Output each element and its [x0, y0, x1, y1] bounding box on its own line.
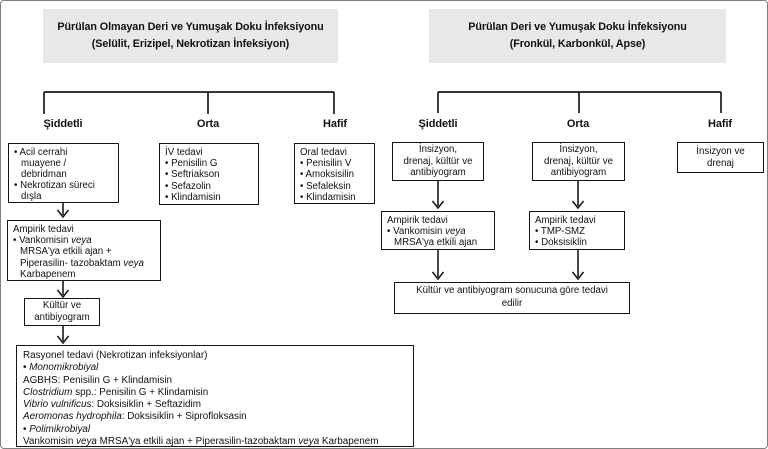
text-line: Karbapenem	[20, 268, 76, 280]
text-line: debridman	[21, 168, 67, 180]
box-rational-therapy: Rasyonel tedavi (Nekrotizan infeksiyonla…	[16, 345, 414, 447]
text-line: • TMP-SMZ	[535, 226, 586, 238]
tree-bracket-right	[437, 91, 722, 113]
header-nonpurulent: Pürülan Olmayan Deri ve Yumuşak Doku İnf…	[43, 9, 338, 63]
text-line: antibiyogram	[410, 167, 466, 179]
branch-label-left-severe: Şiddetli	[43, 118, 83, 130]
text-line: • Penisilin V	[300, 158, 352, 170]
branch-label-right-severe: Şiddetli	[418, 118, 458, 130]
header-subtitle-line: (Selülit, Erizipel, Nekrotizan İnfeksiyo…	[91, 38, 290, 50]
text-line: İV tedavi	[165, 147, 203, 158]
branch-label-left-moderate: Orta	[196, 118, 220, 130]
text-line: • Vankomisin veya	[387, 226, 466, 238]
box-right-outcome: Kültür ve antibiyogram sonucuna göre ted…	[394, 282, 630, 314]
arrow-right-moderate-empiric-to-outcome	[571, 250, 585, 281]
text-line: • Vankomisin veya	[13, 235, 92, 247]
arrow-empiric-to-culture	[56, 281, 70, 299]
text-line: • Monomikrobiyal	[23, 362, 99, 374]
text-line: MRSA'ya etkili ajan	[394, 237, 478, 249]
header-title-line: Pürülan Deri ve Yumuşak Doku İnfeksiyonu	[468, 21, 687, 33]
branch-label-right-moderate: Orta	[566, 118, 590, 130]
header-subtitle-line: (Fronkül, Karbonkül, Apse)	[509, 38, 646, 50]
text-line: • Klindamisin	[165, 191, 221, 203]
box-left-mild-oral-therapy: Oral tedavi• Penisilin V• Amoksisilin• S…	[294, 143, 375, 204]
text-line: İnsizyon,	[559, 143, 598, 155]
text-line: Ampirik tedavi	[387, 215, 448, 226]
text-line: drenaj, kültür ve	[544, 155, 613, 167]
text-line: edilir	[501, 298, 523, 309]
text-line: Clostridium spp.: Penisilin G + Klindami…	[23, 386, 209, 398]
text-line: antibiyogram	[34, 312, 90, 323]
tree-bracket-left	[43, 91, 335, 114]
text-line: Kültür ve	[42, 300, 82, 312]
arrow-right-moderate-to-empiric	[571, 181, 585, 210]
text-line: • Sefaleksin	[300, 180, 351, 192]
text-line: • Seftriakson	[165, 169, 220, 181]
text-line: • Acil cerrahi	[14, 147, 68, 158]
text-line: • Doksisiklin	[535, 237, 587, 249]
text-line: • Penisilin G	[165, 158, 218, 170]
header-purulent: Pürülan Deri ve Yumuşak Doku İnfeksiyonu…	[429, 9, 726, 63]
text-line: drenaj, kültür ve	[403, 155, 473, 167]
arrow-right-severe-empiric-to-outcome	[431, 250, 445, 281]
arrow-right-severe-to-empiric	[431, 181, 445, 210]
header-title-line: Pürülan Olmayan Deri ve Yumuşak Doku İnf…	[57, 21, 324, 33]
text-line: drenaj	[707, 157, 734, 169]
text-line: Piperasilin- tazobaktam veya	[20, 257, 144, 269]
text-line: Ampirik tedavi	[13, 224, 74, 235]
text-line: Oral tedavi	[300, 147, 347, 158]
text-line: İnsizyon,	[418, 143, 458, 155]
text-line: • Klindamisin	[300, 191, 356, 203]
text-line: Vankomisin veya MRSA'ya etkili ajan + Pi…	[23, 436, 379, 448]
branch-label-right-mild: Hafif	[708, 118, 732, 130]
text-line: dışla	[21, 190, 42, 202]
text-line: • Sefazolin	[165, 180, 211, 192]
text-line: AGBHS: Penisilin G + Klindamisin	[23, 374, 173, 386]
text-line: • Amoksisilin	[300, 169, 354, 181]
arrow-culture-to-rational	[56, 326, 70, 345]
text-line: Aeromonas hydrophila: Doksisiklin + Sipr…	[23, 411, 247, 423]
text-line: Ampirik tedavi	[535, 215, 596, 226]
box-right-moderate-empiric: Ampirik tedavi• TMP-SMZ• Doksisiklin	[529, 211, 625, 250]
text-line: MRSA'ya etkili ajan +	[20, 246, 112, 258]
text-line: • Nekrotizan süreci	[14, 179, 95, 191]
arrow-left-severe-to-empiric	[56, 203, 70, 219]
text-line: Rasyonel tedavi (Nekrotizan infeksiyonla…	[23, 350, 208, 361]
text-line: • Polimikrobiyal	[23, 423, 91, 435]
text-line: Vibrio vulnificus: Doksisiklin + Seftazi…	[23, 399, 201, 411]
box-left-moderate-iv-therapy: İV tedavi• Penisilin G• Seftriakson• Sef…	[159, 143, 259, 205]
text-line: antibiyogram	[550, 167, 607, 179]
text-line: Kültür ve antibiyogram sonucuna göre ted…	[416, 285, 608, 297]
text-line: İnsizyon ve	[696, 145, 745, 157]
branch-label-left-mild: Hafif	[323, 118, 347, 130]
text-line: muayene /	[21, 157, 67, 169]
